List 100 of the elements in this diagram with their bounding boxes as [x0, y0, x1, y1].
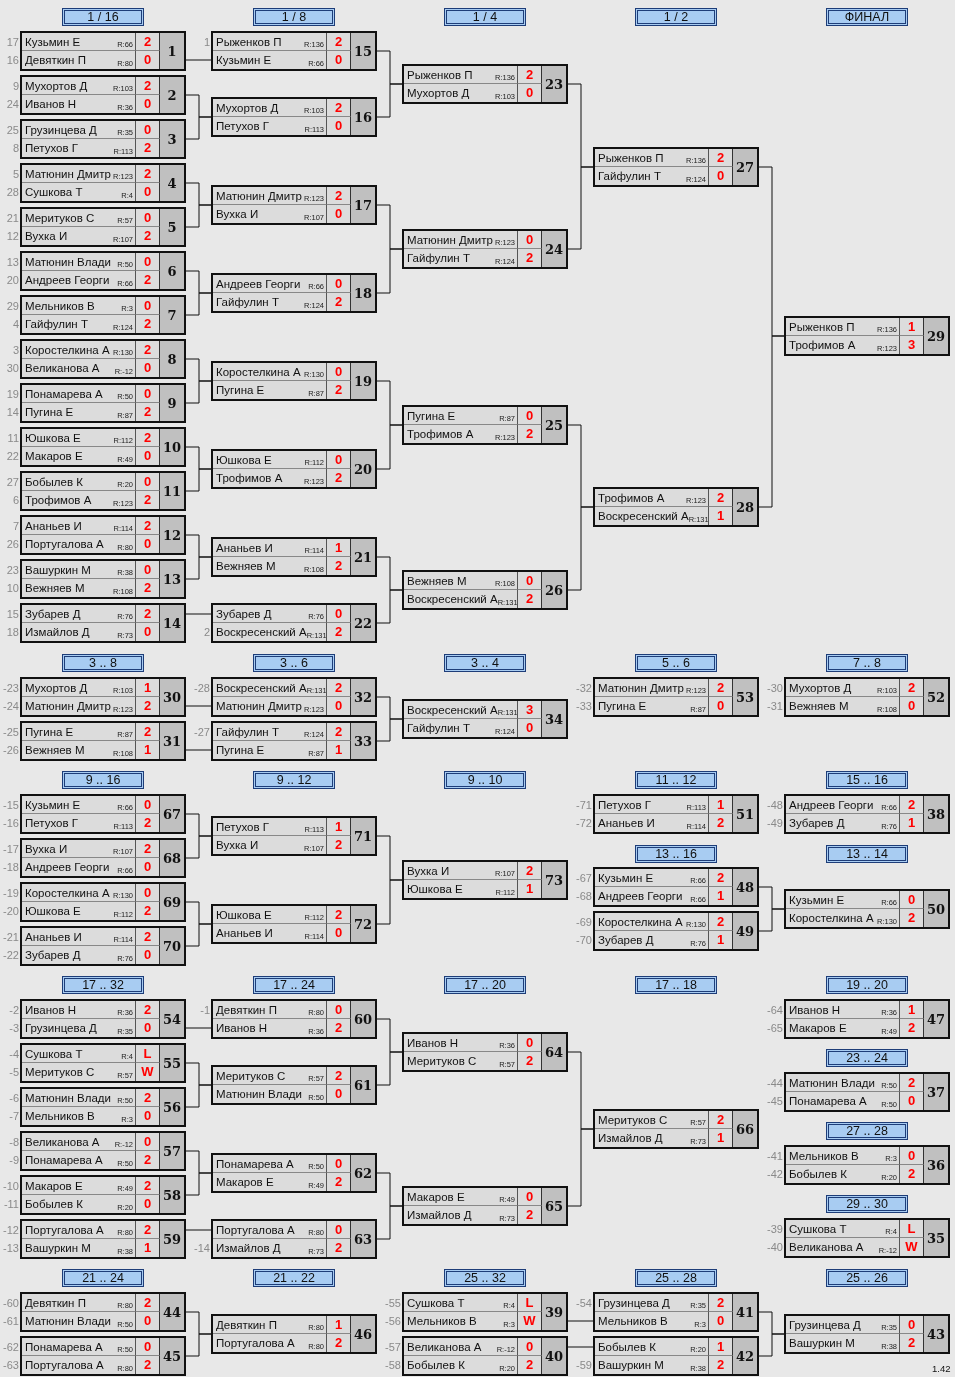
bracket-line	[376, 424, 403, 470]
player-name: Мухортов Д	[25, 680, 88, 696]
match-number: 29	[924, 318, 948, 354]
seed-number: 25	[5, 123, 19, 138]
player-name: Андреев Георги	[598, 889, 683, 904]
round-header: 9 .. 12	[253, 771, 335, 789]
match-number: 40	[542, 1338, 566, 1374]
match-number: 21	[351, 539, 375, 575]
match-box	[593, 487, 759, 527]
seed-number: -27	[193, 725, 210, 740]
seed-number: -30	[766, 681, 783, 696]
player-name: Зубарев Д	[216, 606, 272, 622]
seed-number: -12	[2, 1223, 19, 1238]
match-number: 9	[160, 385, 184, 421]
player-name: Измайлов Д	[598, 1131, 663, 1146]
seed-number: 24	[5, 97, 19, 112]
player-name: Сушкова Т	[25, 1046, 83, 1062]
seed-number: -33	[575, 699, 592, 714]
seed-number: -60	[2, 1296, 19, 1311]
round-header: 1 / 4	[444, 8, 526, 26]
seed-number: -15	[2, 798, 19, 813]
match-box	[784, 1218, 950, 1258]
seed-number: 23	[5, 563, 19, 578]
match-number: 17	[351, 187, 375, 223]
seed-number: 30	[5, 361, 19, 376]
player-name: Мухортов Д	[216, 100, 279, 116]
bracket-line	[376, 1051, 403, 1086]
player-name: Сушкова Т	[407, 1295, 465, 1311]
match-number: 37	[924, 1074, 948, 1110]
seed-number: -18	[2, 860, 19, 875]
player-name: Ананьев И	[598, 816, 655, 831]
match-number: 71	[351, 818, 375, 854]
match-box	[20, 75, 186, 115]
seed-number: -21	[2, 930, 19, 945]
player-name: Кузьмин Е	[216, 53, 272, 68]
match-number: 67	[160, 796, 184, 832]
match-number: 60	[351, 1001, 375, 1037]
match-number: 72	[351, 906, 375, 942]
player-name: Макаров Е	[216, 1175, 274, 1190]
match-number: 7	[160, 297, 184, 333]
seed-number: -41	[766, 1149, 783, 1164]
bracket-line	[185, 380, 212, 404]
match-number: 42	[733, 1338, 757, 1374]
match-number: 8	[160, 341, 184, 377]
match-number: 69	[160, 884, 184, 920]
match-box	[20, 882, 186, 922]
seed-number: 11	[6, 431, 19, 446]
seed-number: 7	[11, 519, 19, 534]
match-number: 73	[542, 862, 566, 898]
seed-number: -7	[8, 1109, 19, 1124]
round-header: 9 .. 16	[62, 771, 144, 789]
match-box	[593, 911, 759, 951]
match-number: 54	[160, 1001, 184, 1037]
match-box	[211, 1314, 377, 1354]
player-name: Сушкова Т	[789, 1221, 847, 1237]
player-name: Кузьмин Е	[25, 34, 81, 50]
match-number: 22	[351, 605, 375, 641]
round-header: ФИНАЛ	[826, 8, 908, 26]
player-name: Зубарев Д	[598, 933, 654, 948]
seed-number: 18	[5, 625, 19, 640]
player-name: Иванов Н	[25, 1002, 76, 1018]
match-box	[211, 603, 377, 643]
seed-number: -13	[2, 1241, 19, 1256]
match-box	[402, 405, 568, 445]
player-name: Иванов Н	[25, 97, 76, 112]
player-name: Понамарева А	[789, 1094, 867, 1109]
player-name: Девяткин П	[216, 1317, 277, 1333]
match-box	[211, 677, 377, 717]
bracket-line	[376, 1205, 403, 1240]
player-name: Зубарев Д	[25, 948, 81, 963]
match-number: 4	[160, 165, 184, 201]
seed-number: 5	[11, 167, 19, 182]
round-header: 23 .. 24	[826, 1049, 908, 1067]
match-box	[20, 926, 186, 966]
player-name: Вашуркин М	[789, 1336, 855, 1351]
match-number: 25	[542, 407, 566, 443]
player-name: Пугина Е	[407, 408, 456, 424]
match-box	[20, 559, 186, 599]
player-name: Коростелкина А	[789, 911, 874, 926]
bracket-line	[185, 1027, 212, 1029]
player-name: Петухов Г	[25, 816, 78, 831]
player-name: Вежняев М	[407, 573, 467, 589]
seed-number: -17	[2, 842, 19, 857]
match-number: 70	[160, 928, 184, 964]
player-name: Гайфулин Т	[216, 295, 279, 310]
player-name: Макаров Е	[25, 449, 83, 464]
seed-number: 9	[11, 79, 19, 94]
seed-number: 21	[5, 211, 19, 226]
player-name: Мельников В	[598, 1314, 668, 1329]
match-box	[784, 1072, 950, 1112]
seed-number: -14	[193, 1241, 210, 1256]
match-number: 59	[160, 1221, 184, 1257]
player-name: Зубарев Д	[789, 816, 845, 831]
player-name: Юшкова Е	[216, 452, 272, 468]
bracket-line	[185, 1229, 212, 1231]
player-name: Вежняев М	[25, 581, 85, 596]
player-name: Матюнин Влади	[789, 1075, 875, 1091]
match-number: 56	[160, 1089, 184, 1125]
round-header: 15 .. 16	[826, 771, 908, 789]
match-box	[20, 721, 186, 761]
